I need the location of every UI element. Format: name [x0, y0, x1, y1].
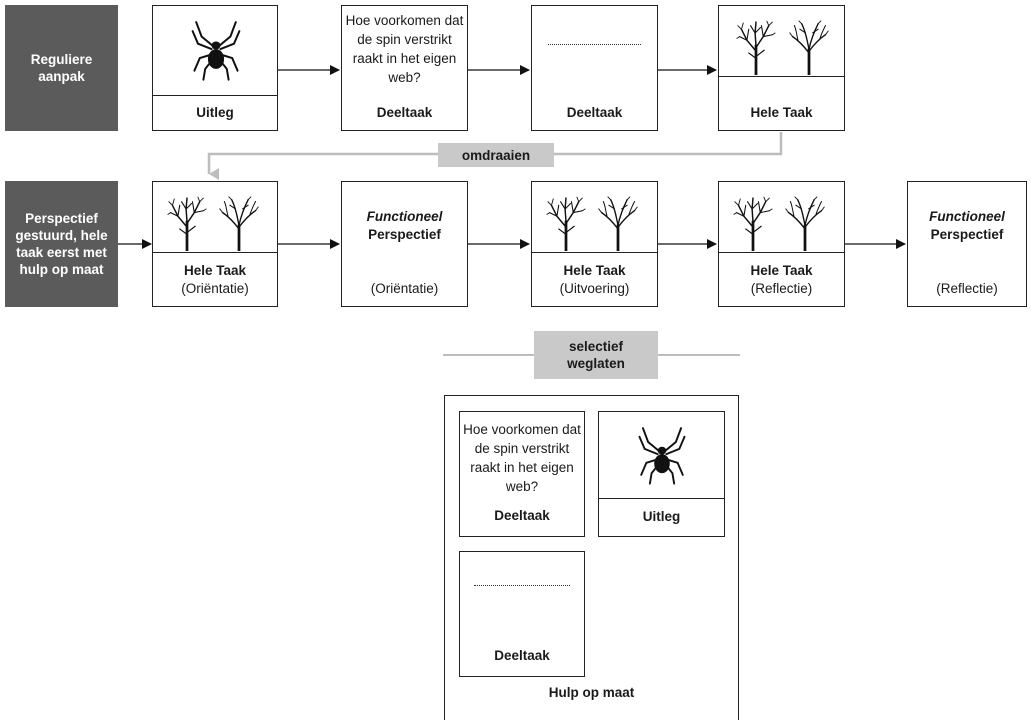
spider-icon: [189, 18, 243, 82]
card-subcaption: (Reflectie): [936, 281, 998, 296]
tree-icon: [217, 196, 261, 251]
card-title: Perspectief: [930, 227, 1004, 242]
card-title: Perspectief: [368, 227, 441, 242]
tree-icon: [596, 196, 640, 251]
card-subcaption: (Uitvoering): [559, 281, 630, 296]
card-caption: Uitleg: [196, 105, 234, 120]
card-caption: Hele Taak: [750, 263, 813, 278]
tree-icon: [736, 20, 776, 75]
card-subcaption: (Reflectie): [750, 281, 813, 296]
question-text: Hoe voorkomen dat de spin verstrikt raak…: [345, 13, 464, 85]
card-caption: Deeltaak: [494, 648, 550, 663]
dotted-line: [474, 585, 570, 586]
card-functional-perspective-reflection: Functioneel Perspectief (Reflectie): [907, 181, 1027, 307]
card-caption: Uitleg: [642, 509, 681, 524]
row-label-regular: Reguliere aanpak: [5, 5, 118, 131]
help-card-explain: Uitleg: [598, 411, 725, 537]
card-whole-task-orientation: Hele Taak (Oriëntatie): [152, 181, 278, 307]
card-title-italic: Functioneel: [929, 209, 1005, 224]
tree-icon: [167, 196, 207, 251]
card-caption: Hele Taak: [750, 105, 813, 120]
tree-icon: [733, 196, 773, 251]
picture-area: [719, 6, 844, 77]
picture-area: [153, 6, 277, 96]
dotted-line: [548, 44, 641, 45]
card-caption: Deeltaak: [494, 508, 550, 523]
card-subcaption: (Oriëntatie): [370, 281, 439, 296]
card-subtask-empty: Deeltaak: [531, 5, 658, 131]
card-caption: Hele Taak: [183, 263, 247, 278]
card-caption: Deeltaak: [566, 105, 623, 120]
card-whole-task: Hele Taak: [718, 5, 845, 131]
card-subcaption: (Oriëntatie): [181, 281, 249, 296]
spider-icon: [636, 424, 688, 486]
tree-icon: [783, 196, 827, 251]
picture-area: [153, 182, 277, 253]
picture-area: [532, 182, 657, 253]
reverse-label: omdraaien: [438, 143, 554, 167]
card-explain: Uitleg: [152, 5, 278, 131]
card-functional-perspective-orientation: Functioneel Perspectief (Oriëntatie): [341, 181, 468, 307]
card-whole-task-execution: Hele Taak (Uitvoering): [531, 181, 658, 307]
question-text: Hoe voorkomen dat de spin verstrikt raak…: [463, 422, 581, 494]
card-title-italic: Functioneel: [366, 209, 443, 224]
help-panel: Hoe voorkomen dat de spin verstrikt raak…: [444, 395, 739, 720]
help-card-subtask-question: Hoe voorkomen dat de spin verstrikt raak…: [459, 411, 585, 537]
card-whole-task-reflection: Hele Taak (Reflectie): [718, 181, 845, 307]
help-panel-title: Hulp op maat: [548, 685, 635, 700]
card-caption: Deeltaak: [376, 105, 433, 120]
help-card-subtask-empty: Deeltaak: [459, 551, 585, 677]
tree-icon: [787, 20, 831, 75]
row-label-perspective: Perspectief gestuurd, hele taak eerst me…: [5, 181, 118, 307]
card-subtask-question: Hoe voorkomen dat de spin verstrikt raak…: [341, 5, 468, 131]
picture-area: [599, 412, 724, 499]
card-caption: Hele Taak: [563, 263, 626, 278]
omit-label: selectief weglaten: [534, 331, 658, 379]
tree-icon: [546, 196, 586, 251]
picture-area: [719, 182, 844, 253]
